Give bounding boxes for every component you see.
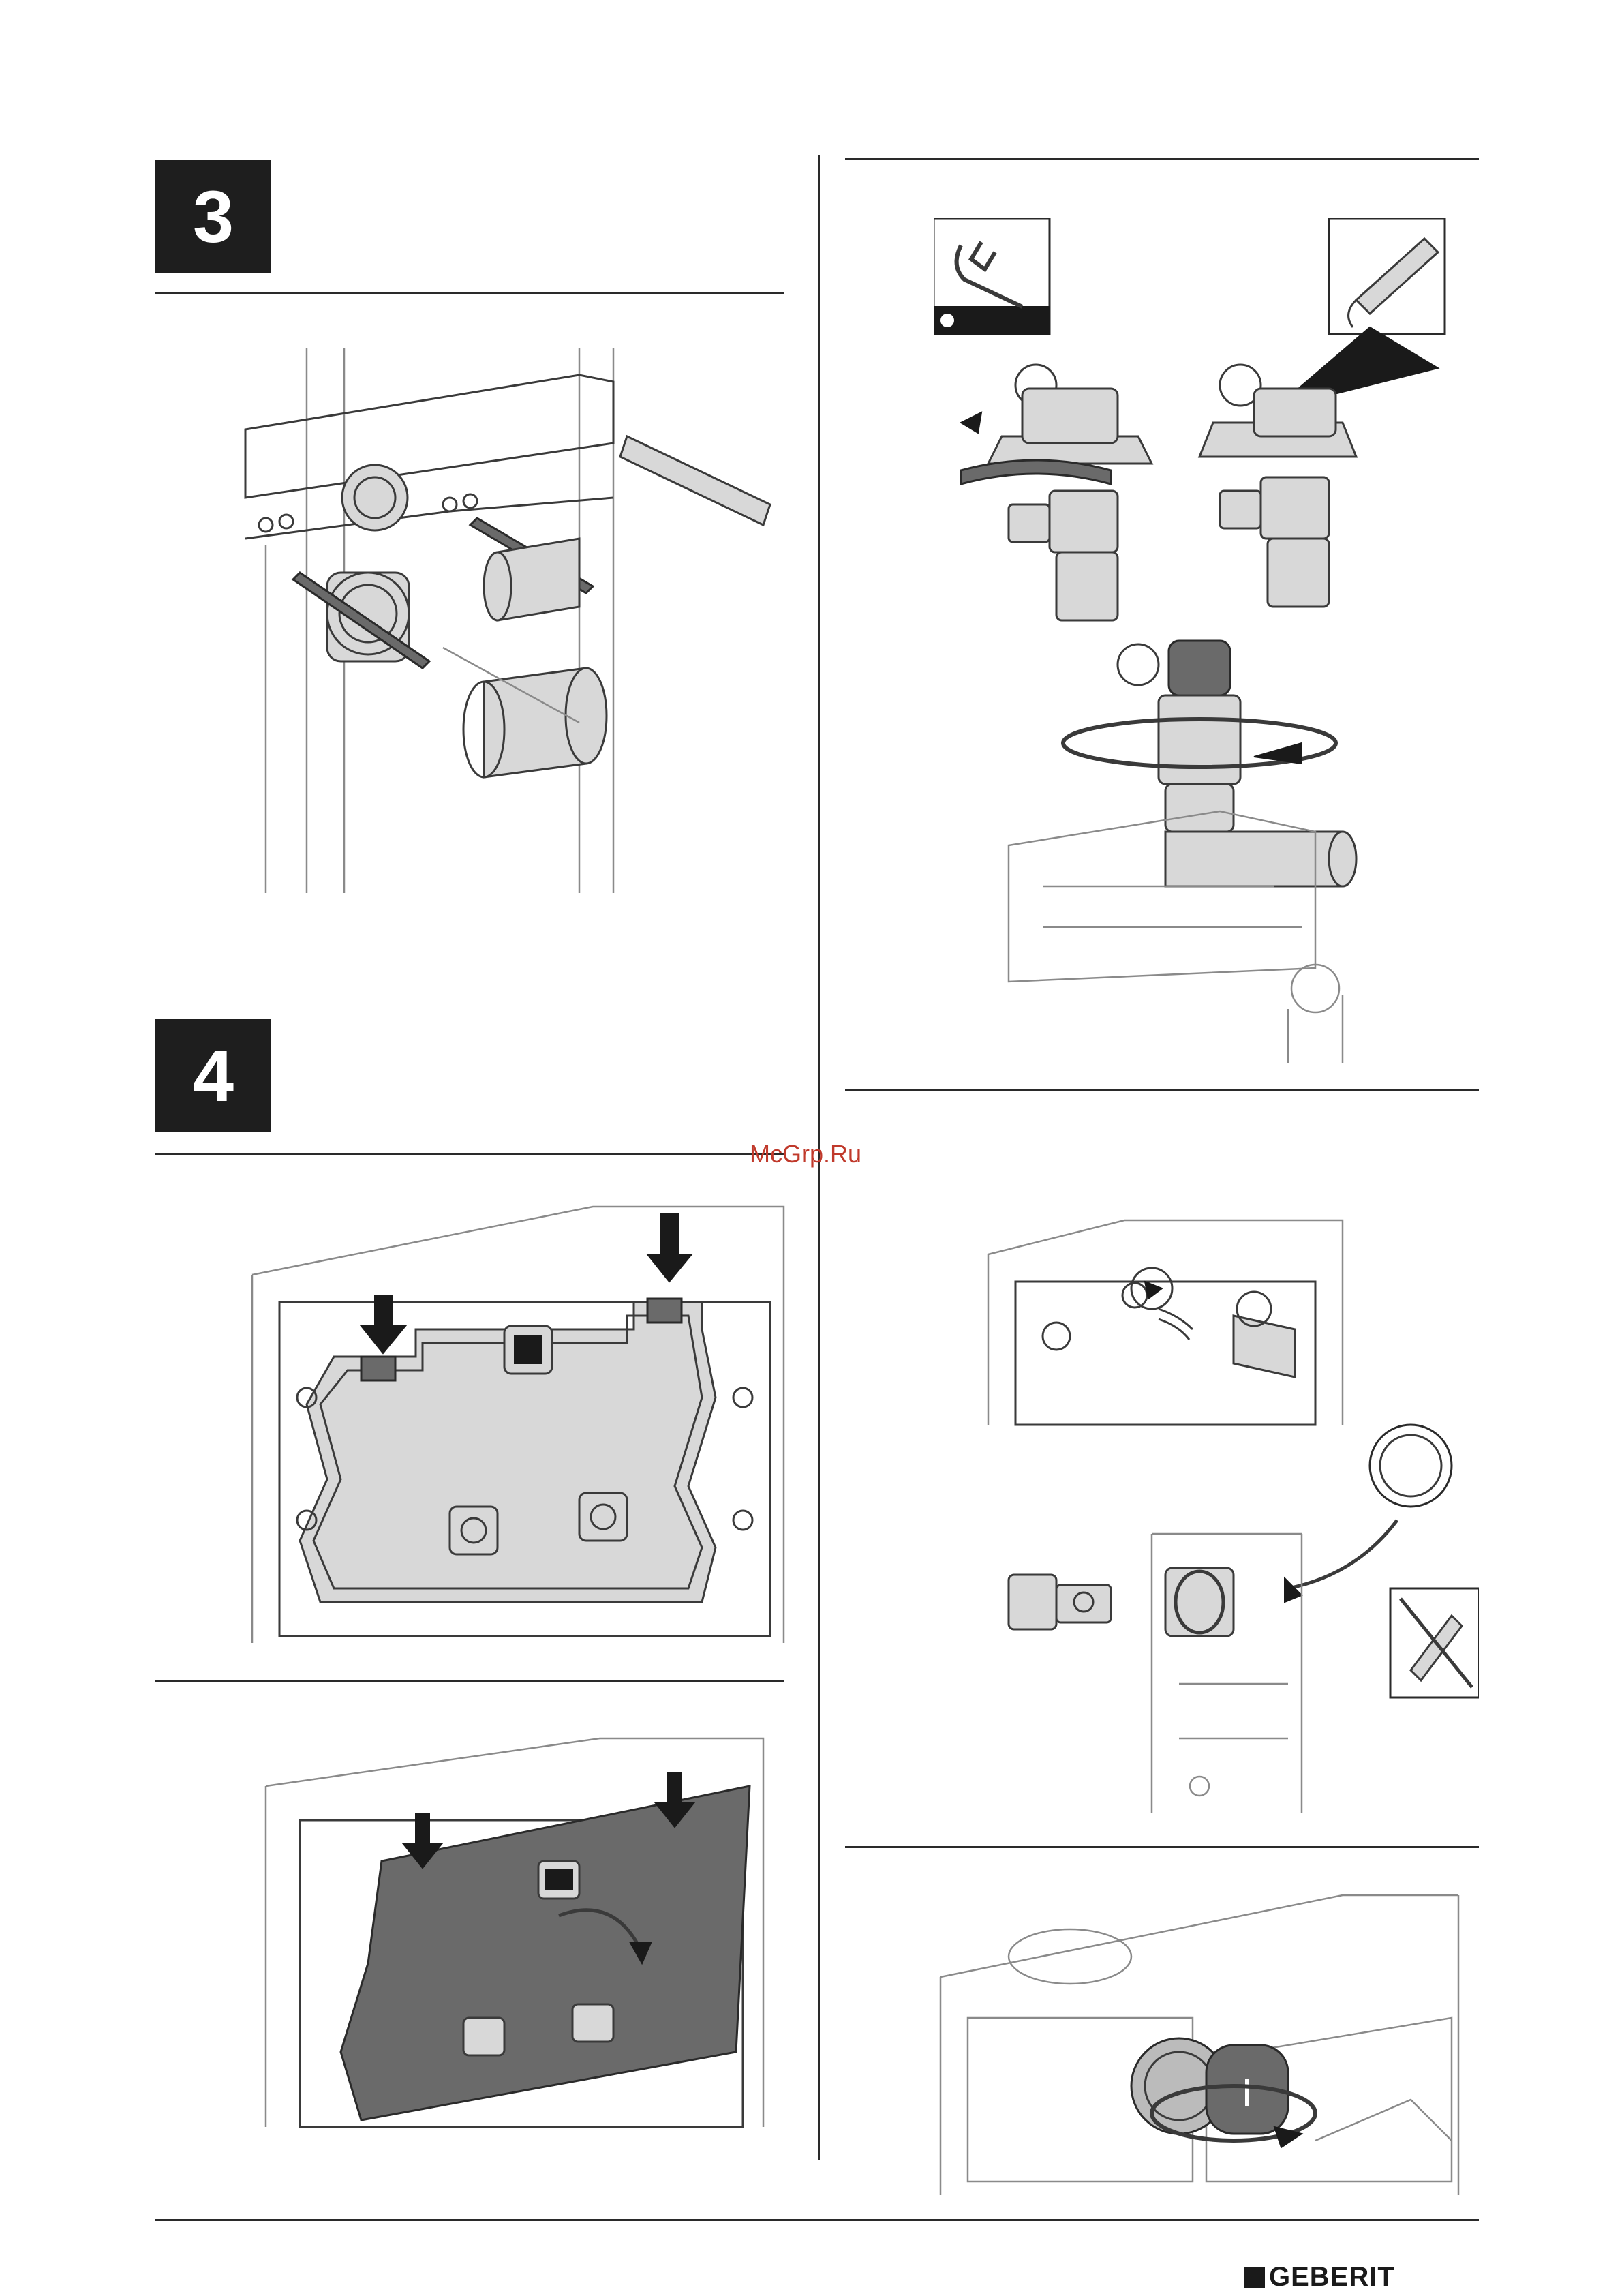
divider-right-1 xyxy=(845,1089,1479,1091)
divider-step4-top xyxy=(155,1153,784,1155)
divider-right-top xyxy=(845,158,1479,160)
watermark: McGrp.Ru xyxy=(750,1140,861,1168)
valve-assembly-illustration xyxy=(934,218,1479,1063)
step-4-illustration-bottom xyxy=(259,1725,791,2134)
step-4-number: 4 xyxy=(155,1019,271,1132)
step-3-number: 3 xyxy=(155,160,271,273)
divider-footer xyxy=(155,2219,1479,2221)
step-3-illustration xyxy=(225,341,791,900)
divider-right-2 xyxy=(845,1846,1479,1848)
step-4-illustration-top xyxy=(239,1193,791,1657)
nut-tightening-illustration xyxy=(934,1882,1479,2195)
divider-step4-middle xyxy=(155,1680,784,1682)
divider-step3-top xyxy=(155,292,784,294)
brand-logo: GEBERIT xyxy=(1244,2262,1395,2293)
brand-logo-square xyxy=(1244,2267,1265,2288)
frame-connection-illustration xyxy=(975,1193,1479,1820)
brand-logo-text: GEBERIT xyxy=(1269,2262,1395,2293)
